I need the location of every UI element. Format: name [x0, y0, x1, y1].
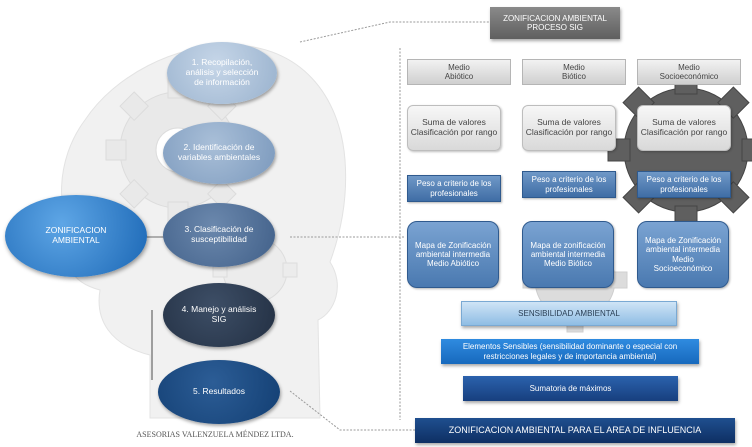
sensibilidad-bar: SENSIBILIDAD AMBIENTAL — [461, 301, 677, 326]
step-5-label: 5. Resultados — [193, 386, 245, 397]
header-socioeconomico-label: Medio Socioeconómico — [659, 62, 719, 81]
sum-biotico: Suma de valores Clasificación por rango — [522, 105, 616, 151]
elementos-label: Elementos Sensibles (sensibilidad domina… — [462, 342, 678, 361]
center-ellipse: ZONIFICACION AMBIENTAL — [5, 195, 147, 277]
header-biotico: Medio Biótico — [522, 59, 626, 85]
sum-socioeconomico: Suma de valores Clasificación por rango — [637, 105, 731, 151]
company-name: ASESORIAS VALENZUELA MÉNDEZ LTDA. — [136, 430, 294, 439]
connector-step5 — [289, 390, 415, 431]
step-2: 2. Identificación de variables ambiental… — [163, 122, 275, 184]
step-2-label: 2. Identificación de variables ambiental… — [177, 142, 261, 162]
weight-abiotico-label: Peso a criterio de los profesionales — [416, 179, 492, 198]
header-socioeconomico: Medio Socioeconómico — [637, 59, 741, 85]
sum-biotico-label: Suma de valores Clasificación por rango — [525, 117, 613, 137]
map-biotico-label: Mapa de zonificación ambiental intermedi… — [530, 240, 606, 269]
weight-abiotico: Peso a criterio de los profesionales — [407, 175, 501, 202]
header-abiotico-label: Medio Abiótico — [444, 62, 474, 81]
header-abiotico: Medio Abiótico — [407, 59, 511, 85]
sumatoria-bar: Sumatoria de máximos — [463, 376, 678, 401]
process-title-line2: PROCESO SIG — [526, 23, 583, 32]
process-title-line1: ZONIFICACION AMBIENTAL — [503, 13, 607, 23]
map-biotico: Mapa de zonificación ambiental intermedi… — [522, 221, 614, 288]
sensibilidad-label: SENSIBILIDAD AMBIENTAL — [518, 308, 620, 318]
step-1: 1. Recopilación, análisis y selección de… — [167, 42, 277, 104]
connector-title — [299, 21, 490, 43]
step-5: 5. Resultados — [158, 360, 280, 424]
step-3: 3. Clasificación de susceptibilidad — [163, 203, 275, 267]
weight-socioeconomico-label: Peso a criterio de los profesionales — [646, 175, 722, 194]
map-socioeconomico-label: Mapa de Zonificación ambiental intermedi… — [644, 236, 722, 273]
weight-biotico-label: Peso a criterio de los profesionales — [531, 175, 607, 194]
step-1-label: 1. Recopilación, análisis y selección de… — [185, 57, 259, 87]
step-4: 4. Manejo y análisis SIG — [163, 283, 275, 347]
sum-abiotico-label: Suma de valores Clasificación por rango — [410, 117, 498, 137]
step-3-label: 3. Clasificación de susceptibilidad — [184, 224, 254, 244]
sum-socioeconomico-label: Suma de valores Clasificación por rango — [640, 117, 728, 137]
company-footer: ASESORIAS VALENZUELA MÉNDEZ LTDA. — [135, 430, 295, 444]
weight-biotico: Peso a criterio de los profesionales — [522, 171, 616, 198]
step-4-label: 4. Manejo y análisis SIG — [181, 304, 257, 324]
map-abiotico-label: Mapa de Zonificación ambiental intermedi… — [414, 240, 492, 269]
sum-abiotico: Suma de valores Clasificación por rango — [407, 105, 501, 151]
header-biotico-label: Medio Biótico — [561, 62, 586, 81]
center-label: ZONIFICACION AMBIENTAL — [45, 225, 107, 245]
final-label: ZONIFICACION AMBIENTAL PARA EL AREA DE I… — [448, 425, 702, 436]
map-socioeconomico: Mapa de Zonificación ambiental intermedi… — [637, 221, 729, 288]
process-title: ZONIFICACION AMBIENTAL PROCESO SIG — [490, 7, 620, 39]
elementos-bar: Elementos Sensibles (sensibilidad domina… — [441, 339, 699, 364]
sumatoria-label: Sumatoria de máximos — [529, 383, 612, 393]
final-bar: ZONIFICACION AMBIENTAL PARA EL AREA DE I… — [415, 418, 735, 443]
weight-socioeconomico: Peso a criterio de los profesionales — [637, 171, 731, 198]
map-abiotico: Mapa de Zonificación ambiental intermedi… — [407, 221, 499, 288]
